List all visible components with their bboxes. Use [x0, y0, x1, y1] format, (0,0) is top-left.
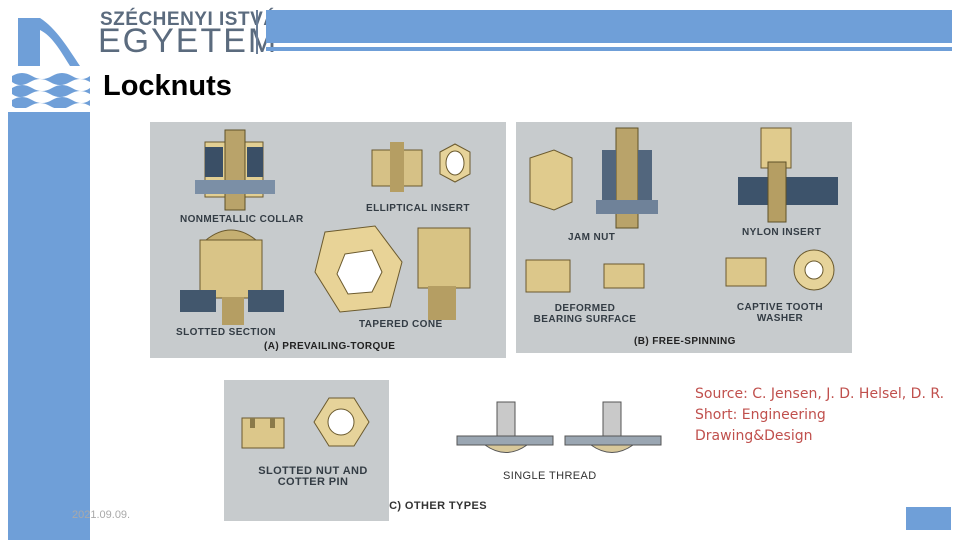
slide-date: 2021.09.09.: [72, 509, 131, 521]
university-logo-icon: [12, 10, 90, 108]
caption-other-types: (C) OTHER TYPES: [389, 500, 487, 512]
label-slotted-section: SLOTTED SECTION: [176, 327, 276, 338]
figure-single-thread: SINGLE THREAD (C) OTHER TYPES: [389, 380, 689, 521]
label-deformed-bearing-surface: DEFORMED BEARING SURFACE: [533, 303, 637, 325]
slide-title: Locknuts: [103, 70, 232, 102]
label-captive-tooth-washer: CAPTIVE TOOTH WASHER: [736, 302, 824, 324]
university-name-line2: EGYETEM: [98, 22, 279, 60]
label-tapered-cone: TAPERED CONE: [359, 319, 443, 330]
figure-prevailing-torque: NONMETALLIC COLLAR ELLIPTICAL INSERT SLO…: [150, 122, 506, 358]
figure-free-spinning: JAM NUT NYLON INSERT DEFORMED BEARING SU…: [516, 122, 852, 353]
label-slotted-nut: SLOTTED NUT AND COTTER PIN: [258, 465, 368, 488]
header-bar: [266, 10, 952, 43]
left-accent-stripe: [8, 112, 90, 540]
caption-prevailing-torque: (A) PREVAILING-TORQUE: [264, 341, 396, 352]
label-jam-nut: JAM NUT: [568, 232, 616, 243]
label-nonmetallic-collar: NONMETALLIC COLLAR: [180, 214, 304, 225]
caption-free-spinning: (B) FREE-SPINNING: [634, 336, 736, 347]
prevailing-torque-illustration: [180, 129, 471, 325]
label-elliptical-insert: ELLIPTICAL INSERT: [366, 203, 470, 214]
university-name-line1: SZÉCHENYI ISTVÁN: [100, 9, 292, 30]
header-underline: [266, 47, 952, 51]
figure-slotted-nut: SLOTTED NUT AND COTTER PIN: [224, 380, 389, 521]
label-single-thread: SINGLE THREAD: [503, 470, 597, 482]
single-thread-illustration: [456, 401, 662, 453]
footer-accent-box: [906, 507, 951, 530]
label-nylon-insert: NYLON INSERT: [742, 227, 822, 238]
header-divider: [256, 10, 258, 54]
slotted-nut-illustration: [241, 397, 370, 449]
source-citation: Source: C. Jensen, J. D. Helsel, D. R. S…: [695, 386, 945, 444]
free-spinning-illustration: [525, 127, 838, 293]
